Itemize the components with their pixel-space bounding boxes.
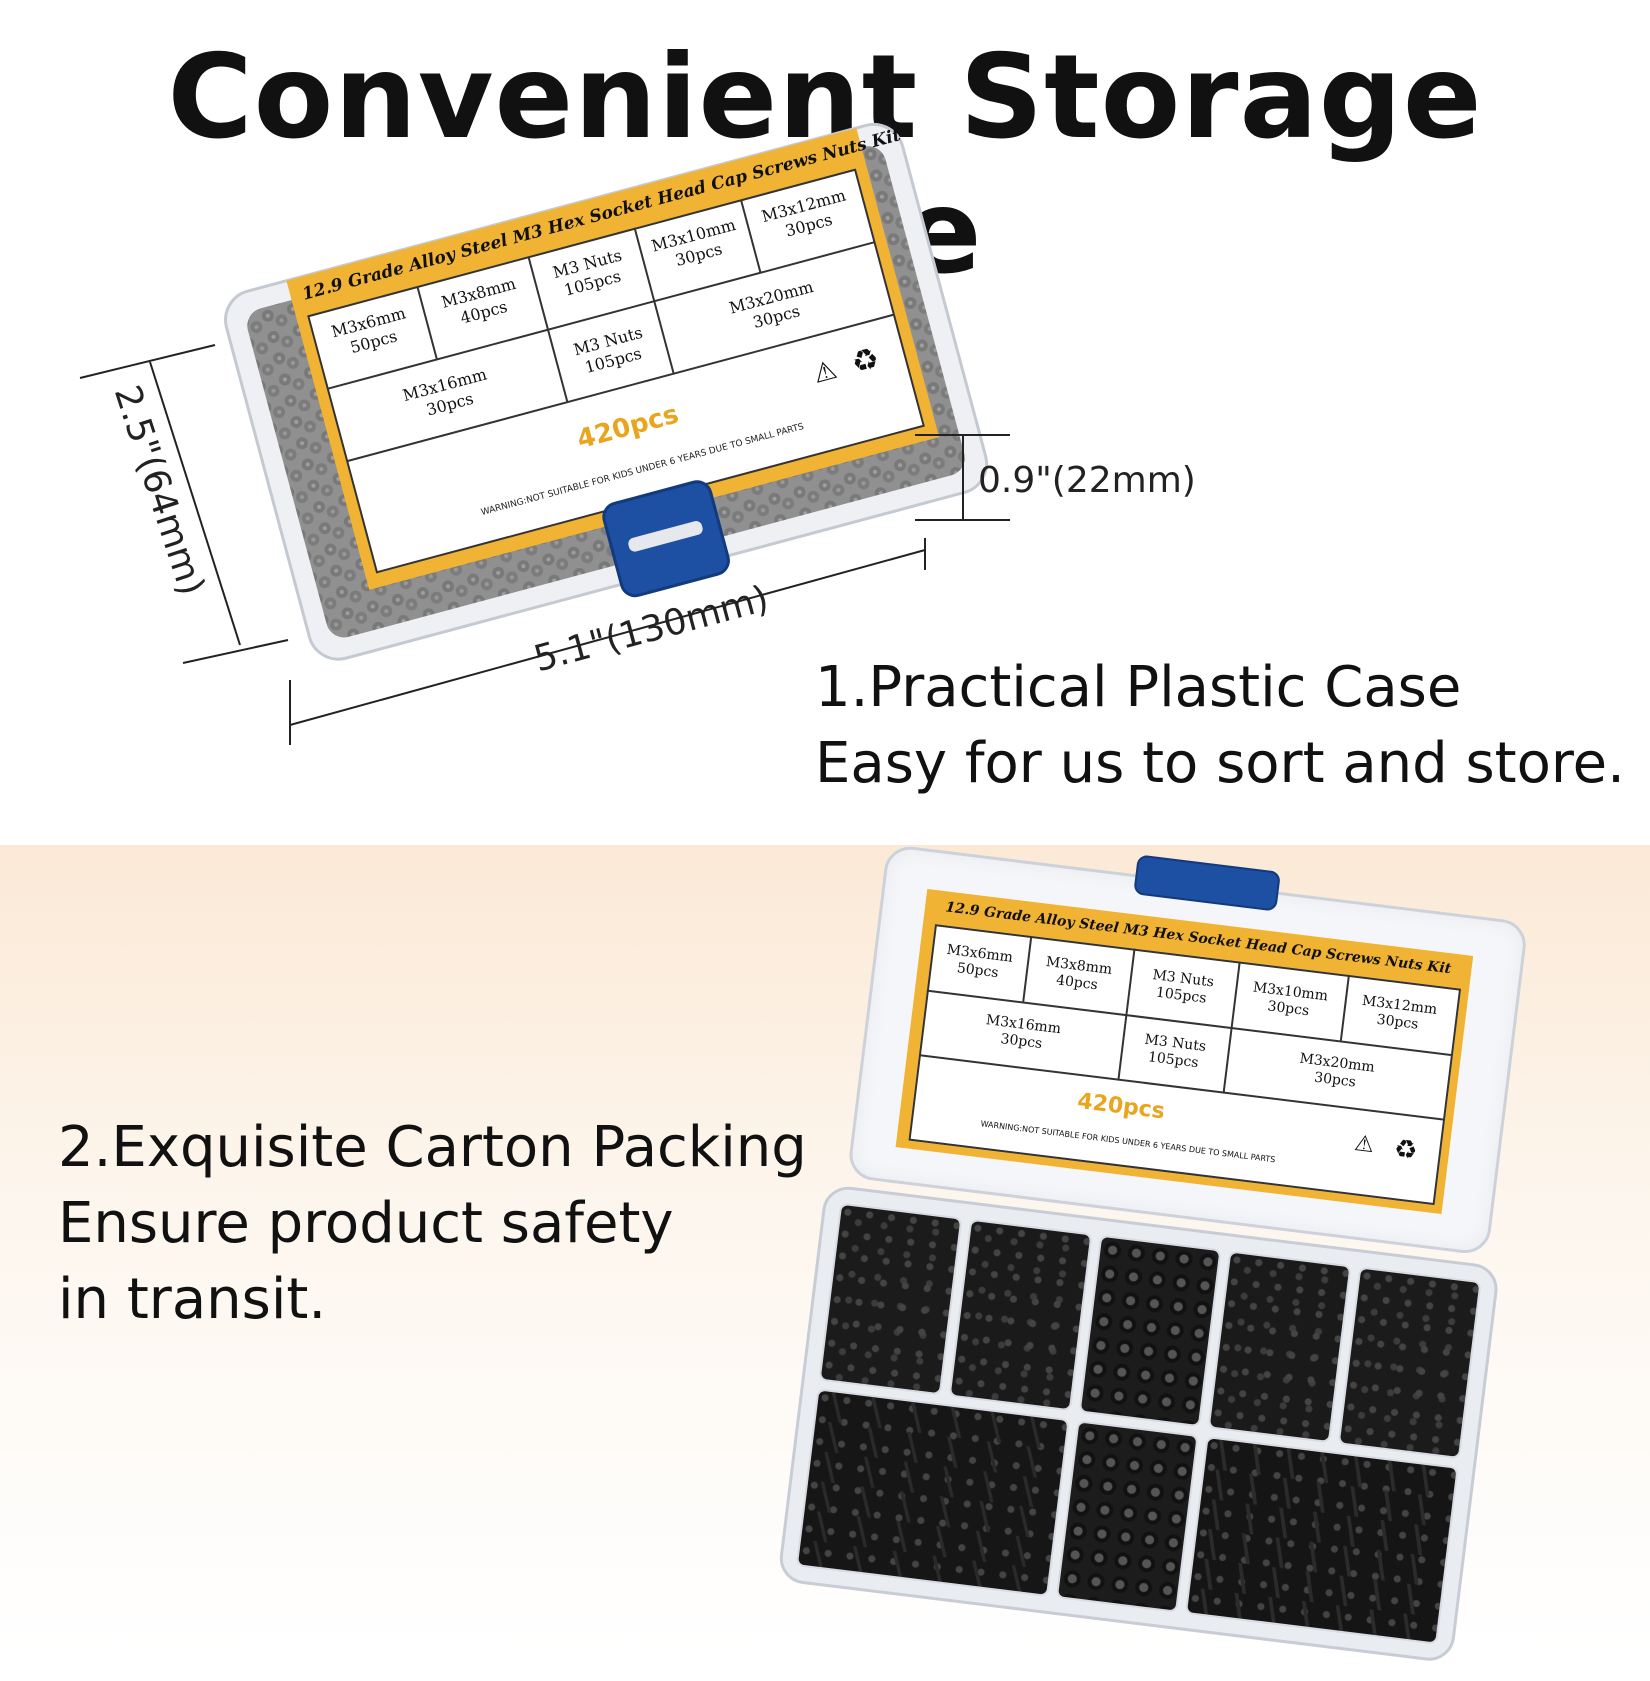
compartment: [1055, 1420, 1200, 1613]
label-total: 420pcs: [573, 399, 682, 456]
dimension-lines: [79, 344, 1010, 745]
compartment: [818, 1202, 963, 1396]
closed-case: [224, 122, 989, 661]
open-case: 12.9 Grade Alloy Steel M3 Hex Socket Hea…: [755, 819, 1565, 1681]
feature-practical-case: 1.Practical Plastic Case Easy for us to …: [815, 655, 1625, 796]
recycle-icon: ♻: [1392, 1133, 1420, 1167]
recycle-icon: ♻: [847, 340, 883, 382]
warning-triangle-icon: ⚠: [1352, 1130, 1376, 1159]
compartment: [1337, 1266, 1482, 1460]
case-tray: [776, 1183, 1501, 1664]
compartment: [1208, 1250, 1352, 1444]
warning-triangle-icon: ⚠: [810, 354, 841, 390]
compartment: [1185, 1436, 1459, 1645]
dimension-depth: 0.9"(22mm): [978, 460, 1196, 501]
compartment: [795, 1388, 1070, 1597]
compartment: [948, 1218, 1093, 1412]
case-label: [286, 128, 940, 590]
feature-carton-packing: 2.Exquisite Carton Packing Ensure produc…: [58, 1115, 807, 1332]
compartment: [1078, 1234, 1222, 1428]
